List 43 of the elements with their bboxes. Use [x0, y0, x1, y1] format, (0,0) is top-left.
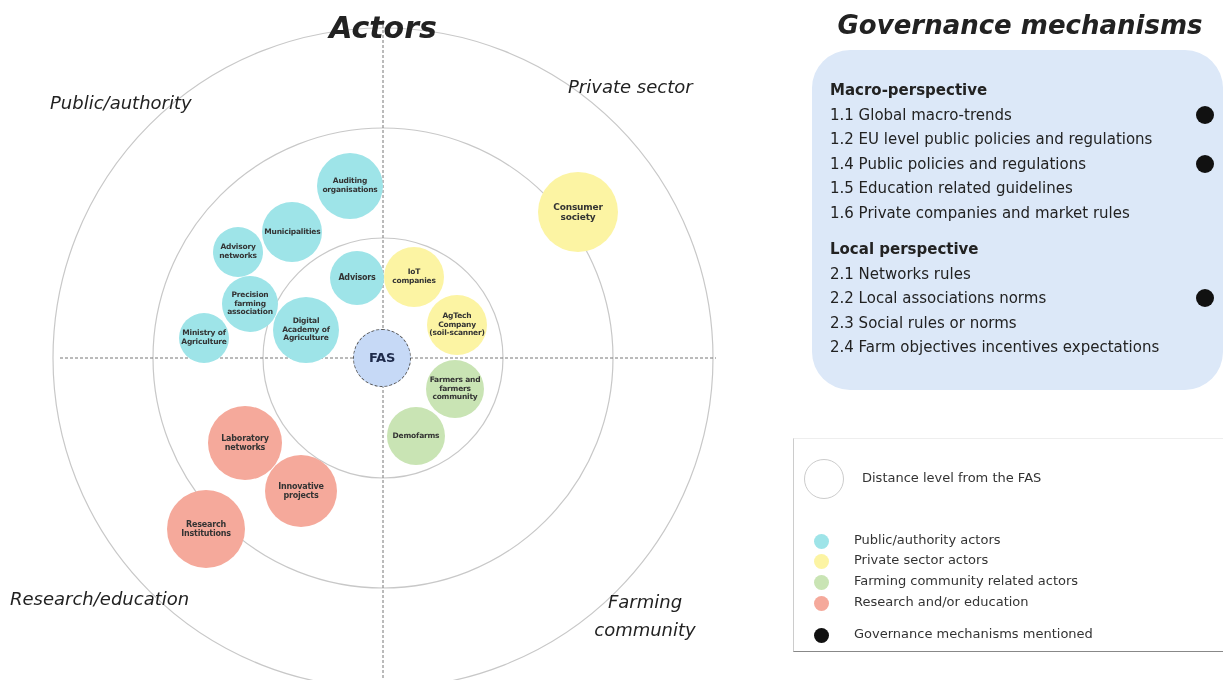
actor-bubble [262, 202, 322, 262]
legend-text: Public/authority actors [854, 532, 1001, 547]
actor-name: Laboratory networks [220, 433, 270, 453]
actor-bubble [273, 297, 339, 363]
mechanism-item: 2.3 Social rules or norms [830, 312, 1017, 334]
actor-name: Advisors [338, 273, 376, 283]
center-circle [353, 329, 411, 387]
mechanism-item: 2.2 Local associations norms [830, 288, 1047, 309]
actor-bubble [265, 455, 337, 527]
quadrant-label: Private sector [568, 76, 693, 97]
legend-text: Distance level from the FAS [862, 470, 1042, 485]
actor-bubble [427, 295, 487, 355]
mechanism-item: 1.2 EU level public policies and regulations [830, 129, 1153, 150]
actor-name: FAS [368, 350, 396, 366]
actor-bubble [208, 406, 282, 480]
actor-name: Consumer society [552, 201, 604, 223]
actor-bubble [179, 313, 229, 363]
quadrant-label: Farming community [593, 590, 697, 642]
mechanism-item: 1.4 Public policies and regulations [830, 153, 1087, 175]
actor-bubble [384, 247, 444, 307]
section-heading: Local perspective [830, 239, 979, 260]
actor-bubble [387, 407, 445, 465]
mechanism-item: 2.4 Farm objectives incentives expectations [830, 337, 1160, 358]
mechanism-item: 1.5 Education related guidelines [830, 178, 1073, 199]
legend-text: Research and/or education [854, 594, 1029, 609]
legend-text: Private sector actors [854, 552, 989, 567]
actor-bubble [426, 360, 484, 418]
actor-name: Innovative projects [277, 481, 325, 501]
section-title: Governance mechanisms [837, 10, 1203, 40]
actor-bubble [213, 227, 263, 277]
mechanism-item: 1.1 Global macro-trends [830, 104, 1012, 126]
section-heading: Macro-perspective [830, 80, 988, 101]
actor-bubble [330, 251, 384, 305]
legend-text: Governance mechanisms mentioned [854, 626, 1093, 641]
governance-panel [812, 50, 1223, 390]
section-title: Actors [329, 10, 437, 45]
legend-text: Farming community related actors [854, 573, 1079, 588]
actor-name: Research Institutions [180, 519, 232, 539]
quadrant-label: Research/education [10, 588, 190, 609]
mechanism-item: 1.6 Private companies and market rules [830, 202, 1130, 224]
mechanism-item: 2.1 Networks rules [830, 263, 971, 285]
quadrant-label: Public/authority [50, 92, 192, 113]
actor-bubble [317, 153, 383, 219]
